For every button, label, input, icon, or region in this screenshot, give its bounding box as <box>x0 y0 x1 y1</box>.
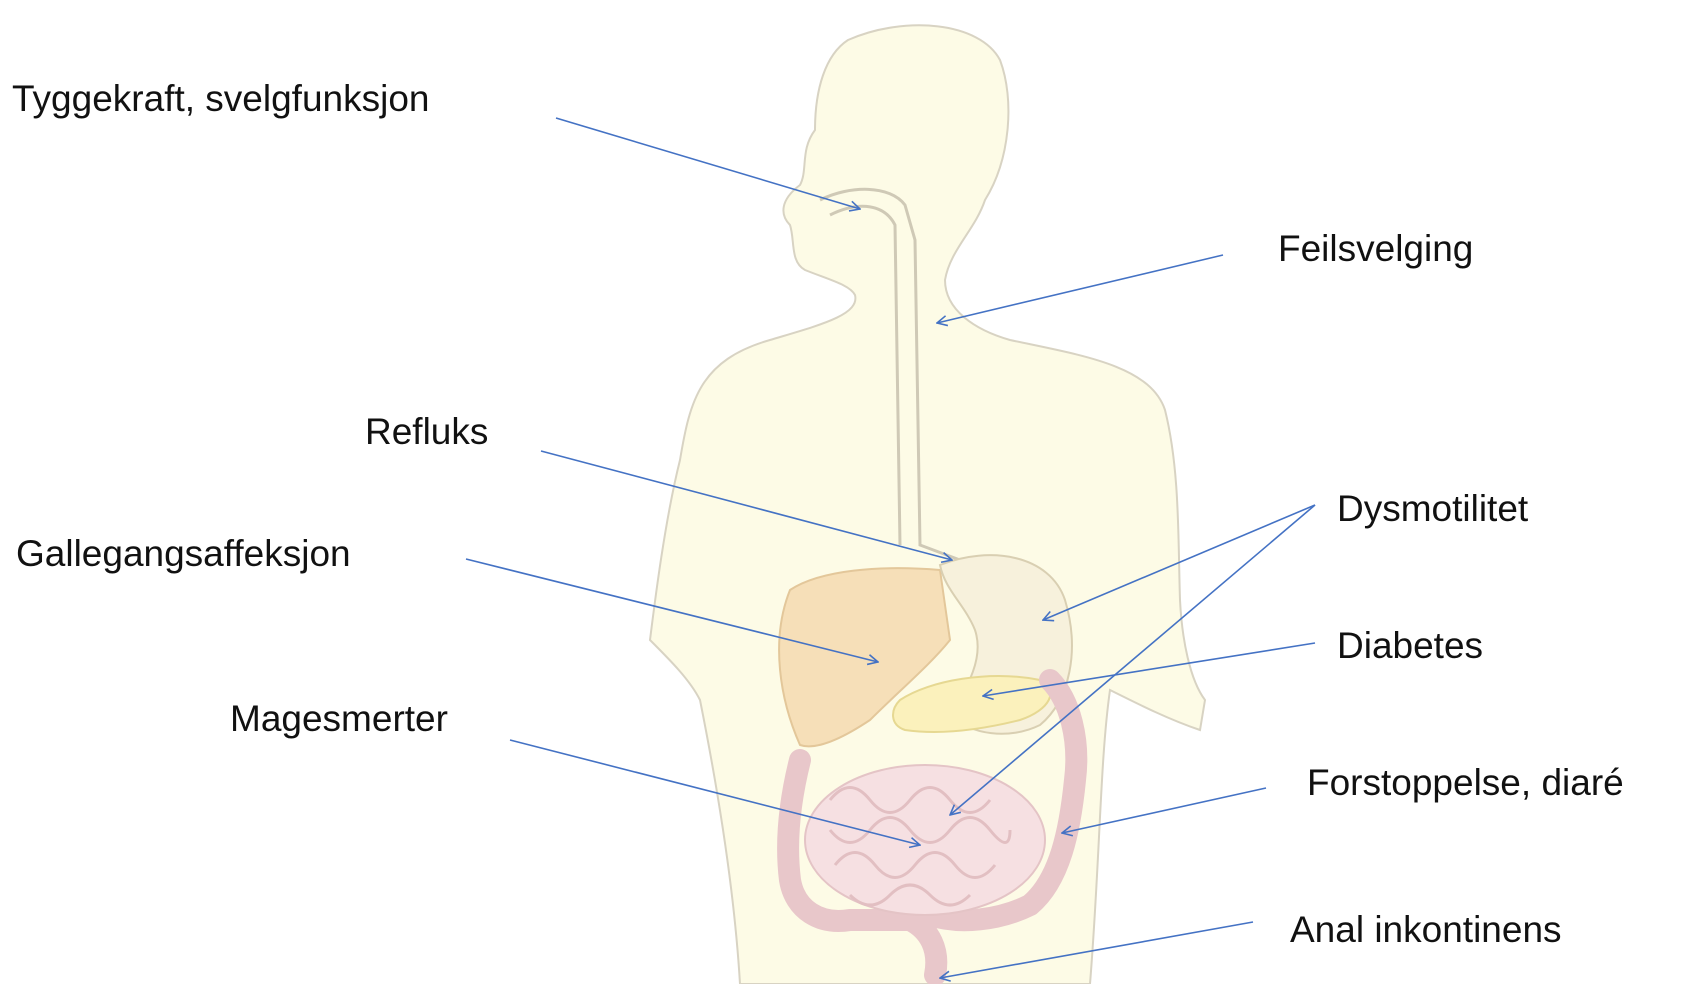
label-forstoppelse: Forstoppelse, diaré <box>1307 764 1624 801</box>
arrow-feilsvelging <box>937 255 1223 323</box>
label-tyggekraft: Tyggekraft, svelgfunksjon <box>12 80 430 117</box>
label-dysmotilitet: Dysmotilitet <box>1337 490 1528 527</box>
label-magesmerter: Magesmerter <box>230 700 448 737</box>
label-diabetes: Diabetes <box>1337 627 1483 664</box>
label-refluks: Refluks <box>365 413 488 450</box>
label-anal: Anal inkontinens <box>1290 911 1562 948</box>
label-feilsvelging: Feilsvelging <box>1278 230 1473 267</box>
label-gallegang: Gallegangsaffeksjon <box>16 535 351 572</box>
